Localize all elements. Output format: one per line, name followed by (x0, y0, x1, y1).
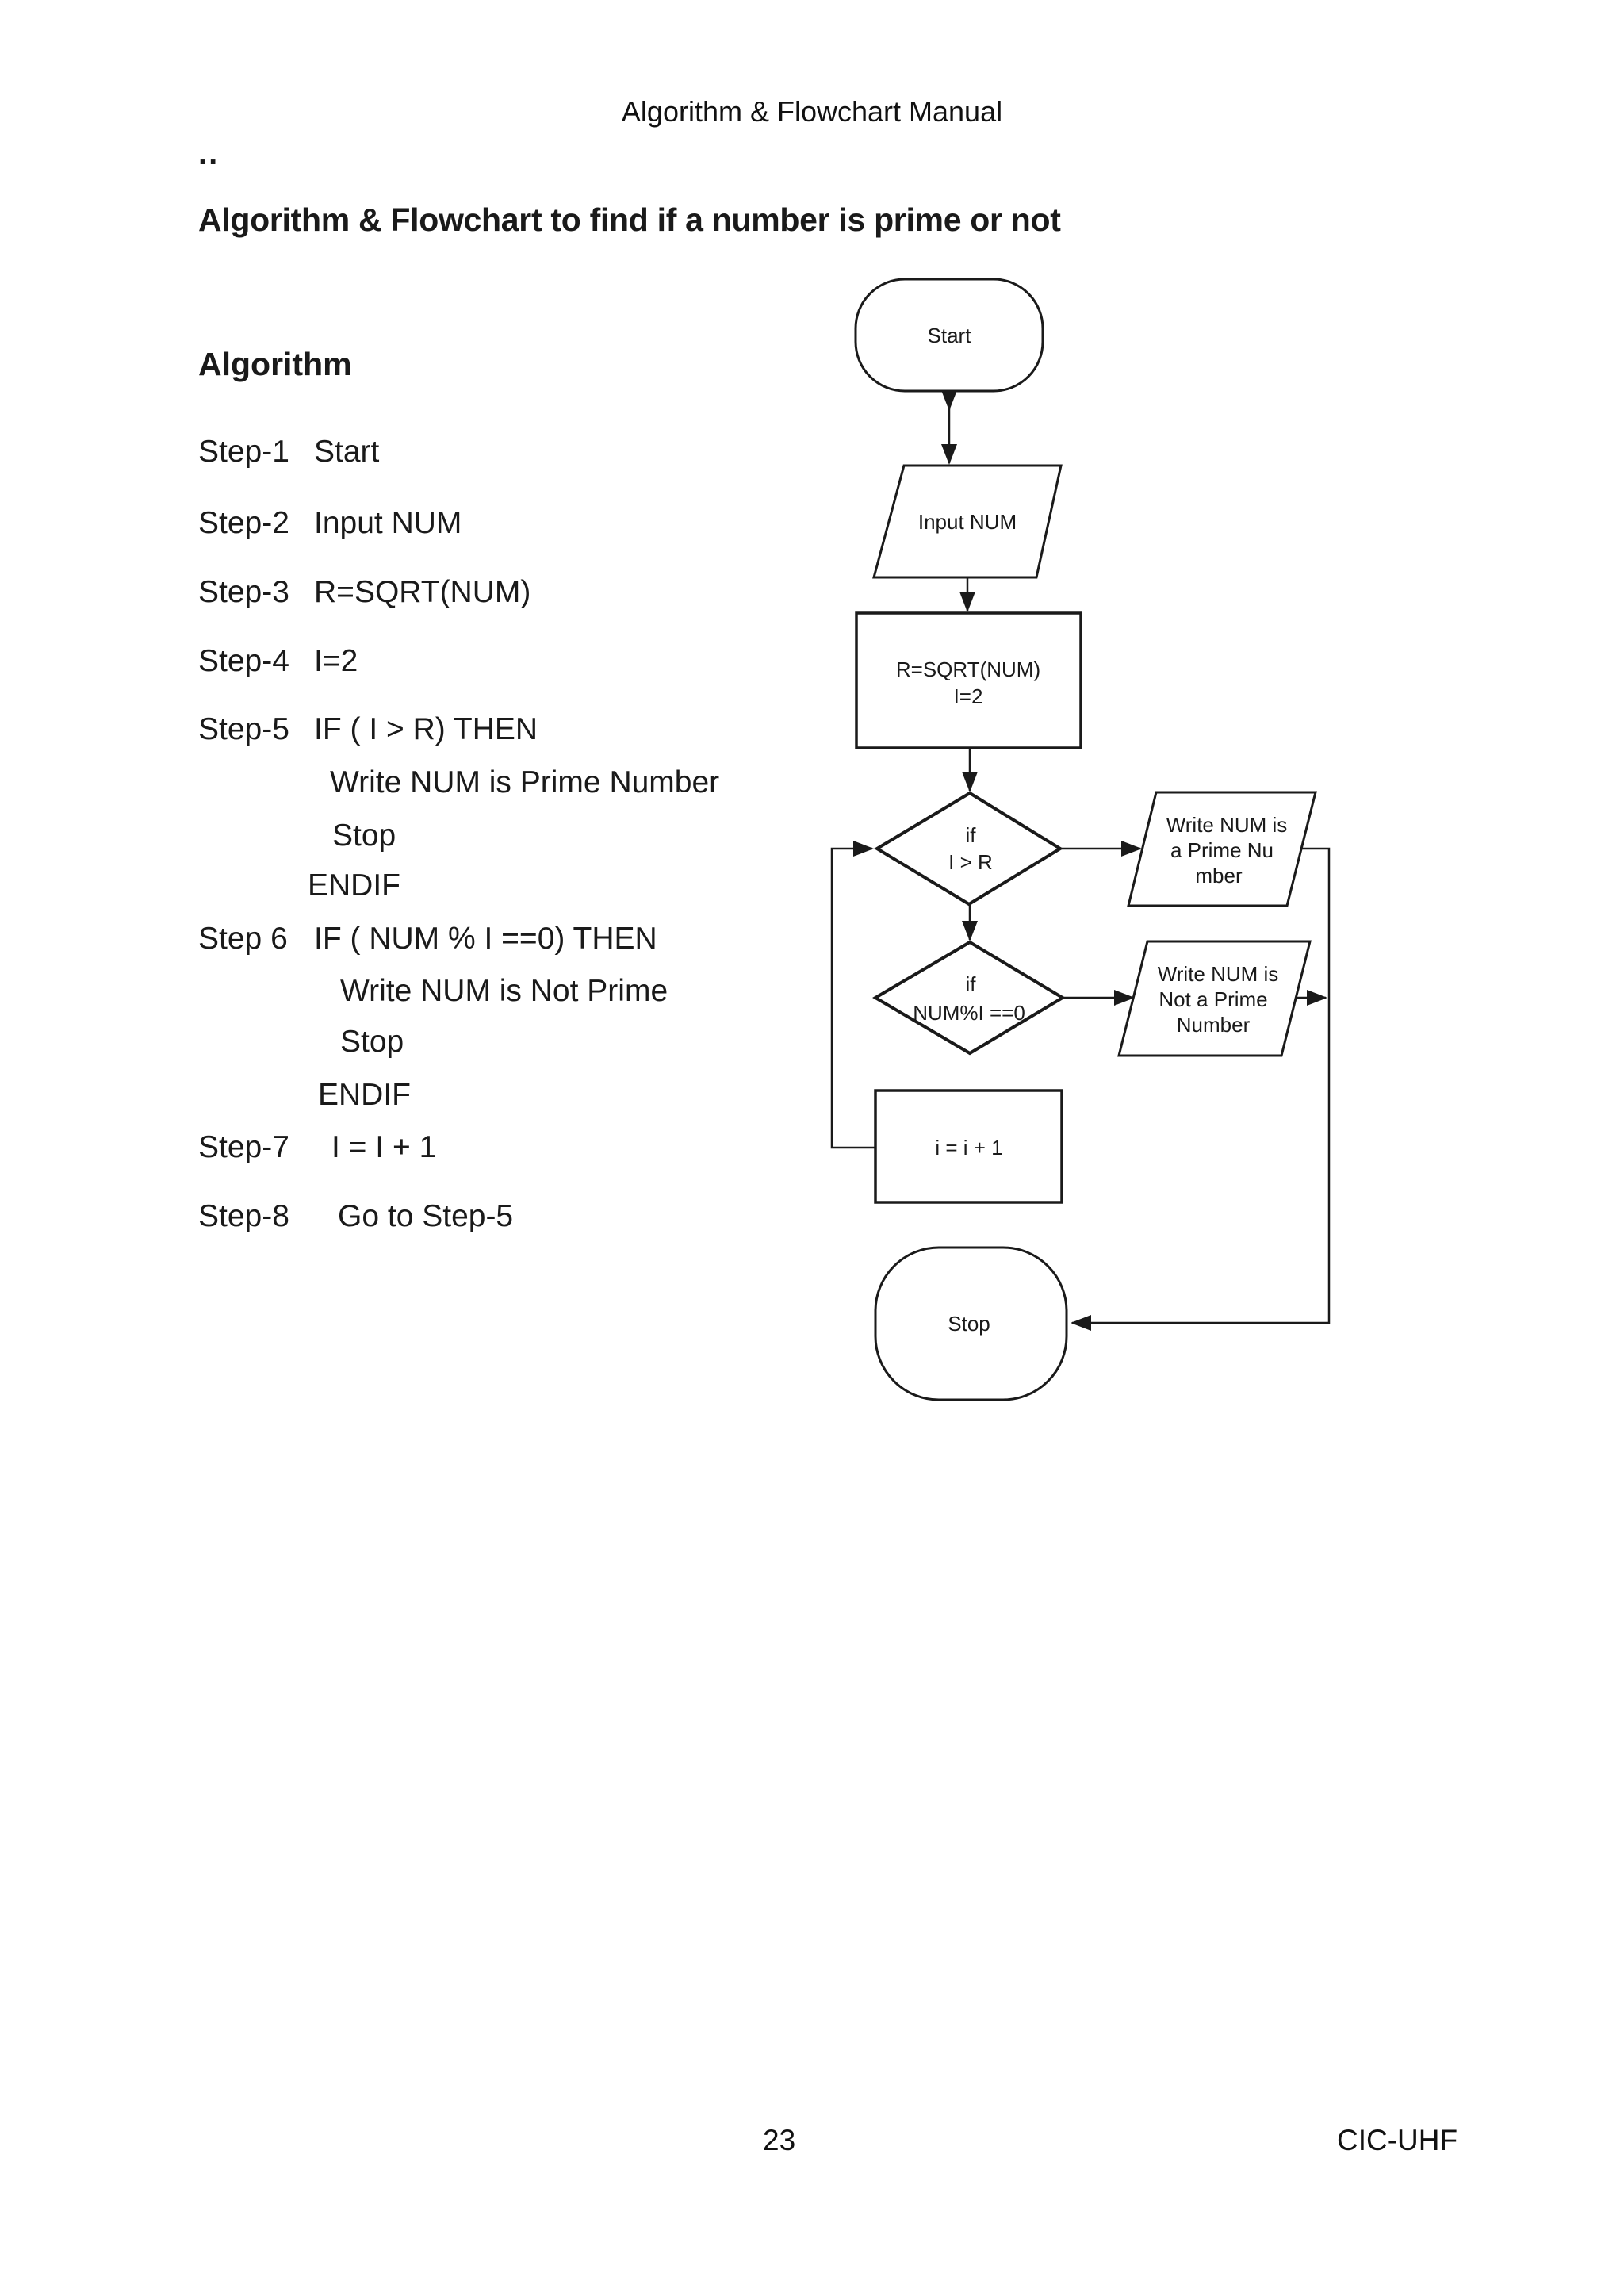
step-label: Step-1 (198, 435, 289, 469)
flowchart-process2-label: i = i + 1 (935, 1136, 1002, 1159)
step-label: Step-4 (198, 644, 289, 678)
ellipsis-marker: .. (198, 136, 220, 171)
flowchart-start-label: Start (928, 324, 972, 347)
step-label: Step 6 (198, 922, 288, 956)
flowchart-decision2-diamond (872, 940, 1066, 1056)
step-text: I = I + 1 (331, 1130, 437, 1164)
flowchart-decision2-line1: if (966, 972, 977, 996)
flowchart-output-notprime-line1: Write NUM is (1158, 962, 1279, 986)
step-5-stop-line: Stop (332, 818, 396, 853)
step-6-stop-line: Stop (340, 1025, 404, 1059)
flow-connector-loop (830, 841, 875, 1149)
algorithm-step-5: Step-5 IF ( I > R) THEN (198, 712, 538, 747)
step-5-write-line: Write NUM is Prime Number (330, 765, 720, 799)
flowchart-output-notprime-line2: Not a Prime (1159, 987, 1267, 1011)
flowchart-process1-line2: I=2 (954, 684, 983, 708)
step-label: Step-2 (198, 506, 289, 540)
footer-org: CIC-UHF (1337, 2124, 1458, 2156)
step-6-write-line: Write NUM is Not Prime (340, 974, 668, 1008)
step-text: IF ( NUM % I ==0) THEN (314, 922, 657, 956)
step-label: Step-5 (198, 712, 289, 746)
algorithm-step-6: Step 6 IF ( NUM % I ==0) THEN (198, 922, 657, 956)
flowchart-stop-label: Stop (948, 1312, 990, 1336)
flowchart-output-prime-line1: Write NUM is (1166, 813, 1288, 837)
flowchart-output-prime-parallelogram (1127, 791, 1317, 907)
algorithm-step-7: Step-7 I = I + 1 (198, 1130, 436, 1165)
step-6-endif-line: ENDIF (318, 1078, 411, 1112)
flow-connector-to-stop (1071, 847, 1331, 1331)
algorithm-step-8: Step-8 Go to Step-5 (198, 1199, 513, 1234)
step-text: Go to Step-5 (338, 1199, 514, 1233)
flowchart-decision1-diamond (874, 791, 1063, 907)
flowchart-output-notprime-parallelogram (1117, 940, 1312, 1057)
flowchart-decision2-line2: NUM%I ==0 (913, 1001, 1025, 1025)
step-label: Step-3 (198, 575, 289, 609)
footer-page-number: 23 (763, 2124, 796, 2156)
step-text: Input NUM (314, 506, 462, 540)
algorithm-step-1: Step-1 Start (198, 435, 379, 470)
flowchart-process1-line1: R=SQRT(NUM) (896, 657, 1040, 681)
flowchart-output-prime-line2: a Prime Nu (1170, 838, 1274, 862)
flowchart-process2-rect (874, 1089, 1063, 1204)
algorithm-step-3: Step-3 R=SQRT(NUM) (198, 575, 530, 610)
flowchart-decision1-line1: if (966, 823, 977, 847)
flowchart-input-label: Input NUM (918, 510, 1017, 534)
flowchart-process1-rect (855, 611, 1082, 749)
algorithm-heading: Algorithm (198, 346, 352, 382)
document-header-title: Algorithm & Flowchart Manual (621, 95, 1003, 128)
flowchart-decision1-line2: I > R (948, 850, 993, 874)
step-text: R=SQRT(NUM) (314, 575, 531, 609)
flowchart-output-notprime-line3: Number (1177, 1013, 1251, 1037)
step-text: I=2 (314, 644, 358, 678)
flowchart-input-parallelogram (872, 464, 1063, 579)
algorithm-step-2: Step-2 Input NUM (198, 506, 462, 541)
flowchart-output-prime-line3: mber (1195, 864, 1243, 887)
step-label: Step-8 (198, 1199, 289, 1233)
step-text: IF ( I > R) THEN (314, 712, 538, 746)
algorithm-step-4: Step-4 I=2 (198, 644, 358, 679)
flowchart-stop-terminator (874, 1246, 1068, 1401)
step-label: Step-7 (198, 1130, 289, 1164)
step-text: Start (314, 435, 380, 469)
step-5-endif-line: ENDIF (308, 868, 400, 903)
page-title: Algorithm & Flowchart to find if a numbe… (198, 201, 1061, 238)
